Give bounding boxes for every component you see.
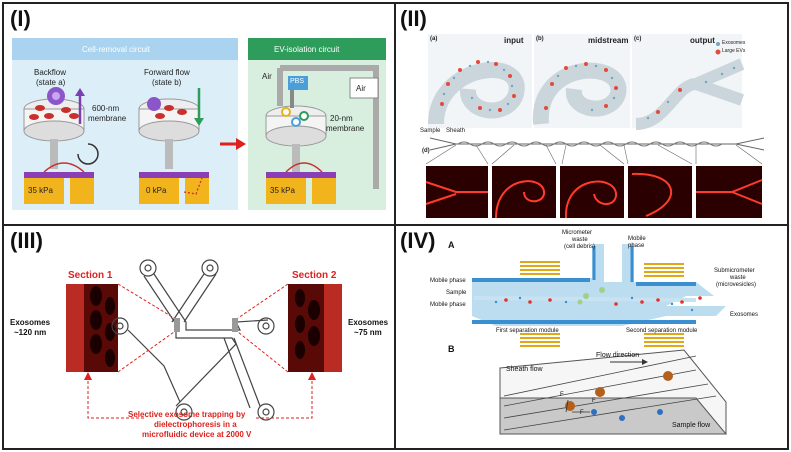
sub-a-label-iv: A xyxy=(448,240,455,250)
panel-2: (II) xyxy=(396,4,787,224)
caption-line2: dielectrophoresis in a xyxy=(154,420,237,429)
f-small-label: F xyxy=(592,398,596,404)
sample-flow-label: Sample flow xyxy=(672,422,711,429)
f-large-label: F xyxy=(560,392,564,398)
forward-flow-label: Forward flow xyxy=(144,68,190,77)
f-d-label: F xyxy=(580,410,584,416)
sub-b-label: (b) xyxy=(536,36,544,42)
pressure-b-label: 0 kPa xyxy=(146,186,167,195)
legend-large-evs: Large EVs xyxy=(722,48,746,54)
membrane-word-1: membrane xyxy=(88,114,127,123)
first-module-label: First separation module xyxy=(496,328,559,334)
second-module-label: Second separation module xyxy=(626,328,698,334)
panel-2-label: (II) xyxy=(400,6,427,31)
sub-a-label: (a) xyxy=(430,36,438,42)
mobile-phase-left2-label: Mobile phase xyxy=(430,302,466,308)
panel-1-diagram xyxy=(12,38,386,210)
dep-chip-outline xyxy=(111,259,275,421)
exo-right-line2: ~75 nm xyxy=(354,328,382,337)
pressure-a-label: 35 kPa xyxy=(28,186,53,195)
panel-3: (III) xyxy=(4,226,394,448)
sample-label: Sample xyxy=(420,128,441,134)
micrometer-line3: (cell debris) xyxy=(564,244,596,250)
air-left-label: Air xyxy=(262,72,272,81)
air-right-label: Air xyxy=(356,84,366,93)
flow-direction-label: Flow direction xyxy=(596,352,640,359)
panel-1-label: (I) xyxy=(10,6,31,31)
panel-3-label: (III) xyxy=(10,228,43,253)
exo-right-line1: Exosomes xyxy=(348,318,389,327)
membrane-600-label: 600-nm xyxy=(92,104,120,113)
mobile-phase-left-label: Mobile phase xyxy=(430,278,466,284)
sub-b-label-iv: B xyxy=(448,344,455,354)
membrane-20-label: 20-nm xyxy=(330,114,353,123)
exosomes-label-iv: Exosomes xyxy=(730,312,759,318)
sheath-label: Sheath xyxy=(446,128,466,134)
sample-label-iv: Sample xyxy=(446,290,467,296)
ev-isolation-title: EV-isolation circuit xyxy=(274,45,340,54)
legend-exosomes: Exosomes xyxy=(722,40,746,46)
mobile-phase-top-line2: phase xyxy=(628,243,645,249)
section-1-image xyxy=(66,284,118,372)
mobile-phase-top-line1: Mobile xyxy=(628,236,646,242)
submicrometer-line2: waste xyxy=(730,275,746,281)
vertical-divider xyxy=(394,2,396,450)
panel-2-diagram xyxy=(425,34,765,219)
output-label: output xyxy=(690,36,715,45)
pressure-c-label: 35 kPa xyxy=(270,186,295,195)
sheath-flow-label: Sheath flow xyxy=(506,366,543,373)
panel-4: (IV) xyxy=(396,226,787,448)
cell-removal-title: Cell-removal circuit xyxy=(82,45,151,54)
panel-4-label: (IV) xyxy=(400,228,436,253)
sub-d-label: (d) xyxy=(422,148,430,154)
fluorescence-strip xyxy=(425,166,763,219)
section-2-image xyxy=(288,284,342,372)
caption-line3: microfluidic device at 2000 V xyxy=(142,430,252,439)
device-state-b xyxy=(138,97,200,169)
panel-3-diagram xyxy=(66,259,342,421)
exo-left-line1: Exosomes xyxy=(10,318,51,327)
micrometer-line2: waste xyxy=(572,237,588,243)
exo-left-line2: ~120 nm xyxy=(14,328,47,337)
micrometer-line1: Micrometer xyxy=(562,230,593,236)
panel-1: (I) xyxy=(4,4,394,224)
membrane-word-2: membrane xyxy=(326,124,365,133)
input-label: input xyxy=(504,36,524,45)
device-state-a xyxy=(23,87,85,169)
device-ev-isolation xyxy=(265,105,327,174)
state-a-label: (state a) xyxy=(36,78,66,87)
caption-line1: Selective exosome trapping by xyxy=(128,410,246,419)
submicrometer-line3: (microvesicles) xyxy=(716,282,757,288)
sub-c-label: (c) xyxy=(634,36,642,42)
backflow-label: Backflow xyxy=(34,68,67,77)
pbs-label: PBS xyxy=(290,78,305,85)
midstream-label: midstream xyxy=(588,36,629,45)
submicrometer-line1: Submicrometer xyxy=(714,268,755,274)
state-b-label: (state b) xyxy=(152,78,182,87)
panel-4-diagram xyxy=(472,244,728,435)
section-1-label: Section 1 xyxy=(68,270,113,281)
section-2-label: Section 2 xyxy=(292,270,337,281)
